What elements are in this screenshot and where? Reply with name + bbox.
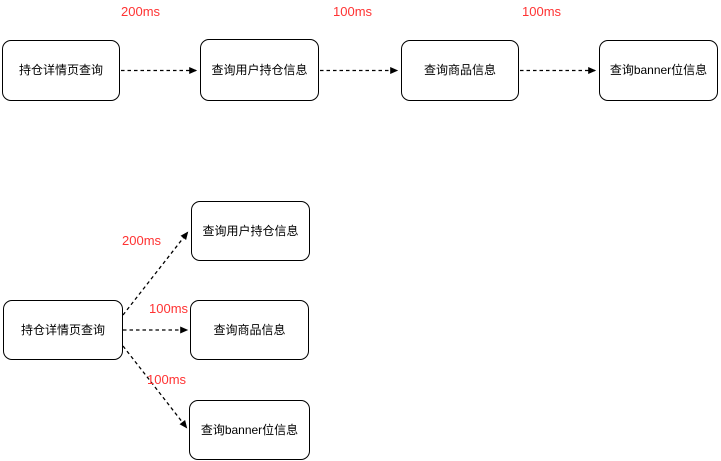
bottom-edge-latency-label-1: 200ms bbox=[122, 233, 162, 248]
bottom-arrow-down bbox=[122, 345, 188, 429]
bottom-arrow-up bbox=[122, 231, 189, 316]
bottom-edge-latency-label-2: 100ms bbox=[149, 301, 189, 316]
bottom-node-position-detail-page-query: 持仓详情页查询 bbox=[3, 300, 123, 360]
top-node-query-product-info: 查询商品信息 bbox=[401, 40, 519, 101]
top-edge-latency-label-2: 100ms bbox=[333, 4, 373, 19]
top-edge-latency-label-1: 200ms bbox=[121, 4, 161, 19]
top-node-query-banner-info: 查询banner位信息 bbox=[599, 40, 718, 101]
bottom-edge-latency-label-3: 100ms bbox=[147, 372, 187, 387]
top-node-position-detail-page-query: 持仓详情页查询 bbox=[2, 40, 120, 101]
bottom-node-query-user-position-info: 查询用户持仓信息 bbox=[191, 201, 310, 261]
bottom-node-query-banner-info: 查询banner位信息 bbox=[189, 400, 310, 460]
top-node-query-user-position-info: 查询用户持仓信息 bbox=[200, 39, 319, 101]
bottom-node-query-product-info: 查询商品信息 bbox=[190, 300, 309, 360]
top-edge-latency-label-3: 100ms bbox=[522, 4, 562, 19]
